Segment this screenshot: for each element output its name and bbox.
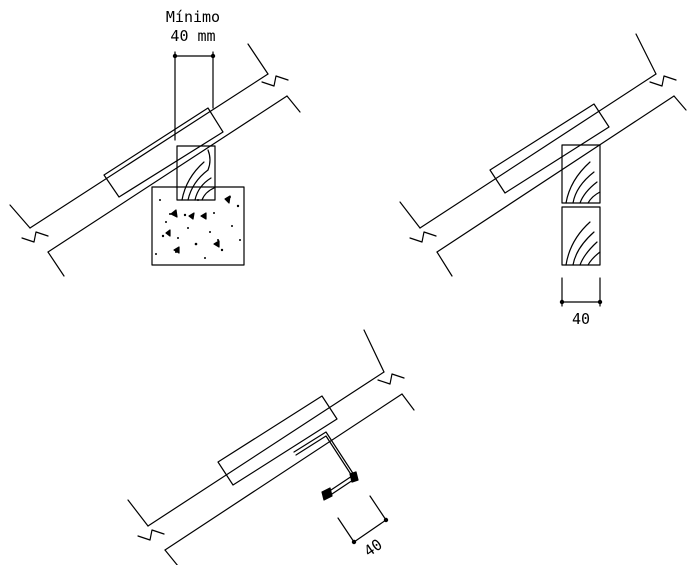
timber-block-lower (561, 206, 601, 266)
dimension-label-40-a: 40 (572, 310, 590, 328)
dimension-label-line2: 40 mm (170, 27, 215, 45)
rafter-1 (9, 43, 301, 277)
detail-timber-support: 40 (399, 33, 687, 328)
splice-plate-1 (103, 107, 224, 198)
timber-plate-1 (176, 145, 216, 201)
rafter-2 (399, 33, 687, 277)
dimension-label-line1: Mínimo (166, 8, 220, 26)
dimension-label-40-b: 40 (361, 535, 386, 560)
dimension-40-a: 40 (559, 277, 603, 328)
timber-block-upper (561, 144, 601, 204)
rafter-3 (127, 329, 415, 565)
detail-concrete-support: Mínimo 40 mm (9, 8, 301, 277)
concrete-block (151, 186, 245, 266)
metal-bracket (293, 431, 359, 501)
dimension-40-b: 40 (337, 495, 389, 560)
dimension-minimum: Mínimo 40 mm (166, 8, 220, 141)
detail-metal-bracket: 40 (127, 329, 415, 565)
splice-plate-2 (489, 103, 610, 194)
splice-plate-3 (217, 395, 338, 486)
